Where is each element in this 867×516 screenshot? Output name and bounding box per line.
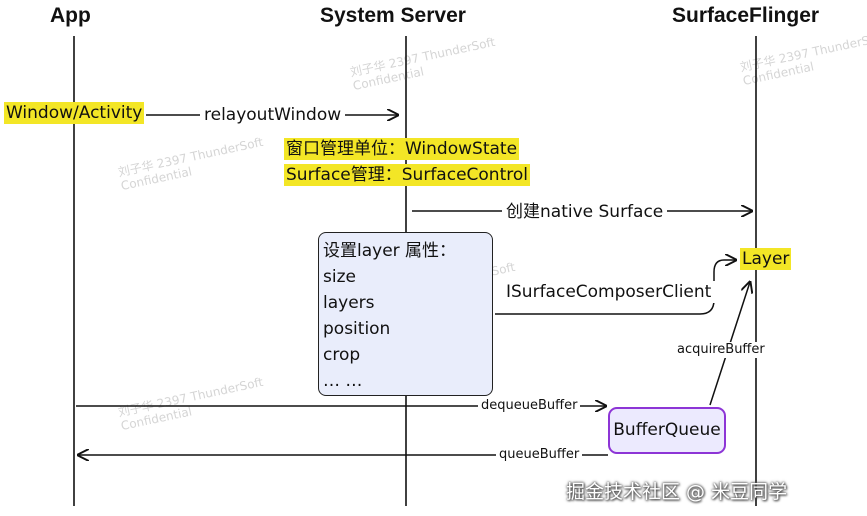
system-server-title: System Server [320,4,466,27]
layer-attr-item: position [323,319,391,339]
app-title: App [50,4,91,27]
create-surface-label: 创建native Surface [502,201,668,223]
layer-attr-item: … … [323,371,363,391]
layer-attr-item: crop [323,345,361,365]
layer-attr-item: size [323,267,356,287]
layer-attributes-title: 设置layer 属性： [323,241,457,261]
window-state-label: 窗口管理单位：WindowState [284,138,520,160]
layer-attributes-box: 设置layer 属性： size layers position crop … … [318,232,493,396]
surface-control-label: Surface管理：SurfaceControl [284,164,530,186]
layer-attr-item: layers [323,293,375,313]
composer-client-label: ISurfaceComposerClient [502,281,716,303]
window-activity-label: Window/Activity [4,102,145,124]
footer-credit: 掘金技术社区 @ 米豆同学 [566,481,788,503]
acquire-label: acquireBuffer [674,342,768,358]
buffer-queue-box: BufferQueue [608,407,726,454]
relayout-label: relayoutWindow [200,104,346,126]
surfaceflinger-title: SurfaceFlinger [672,4,820,27]
dequeue-label: dequeueBuffer [478,398,581,414]
queue-label: queueBuffer [496,447,583,463]
layer-label: Layer [740,248,792,270]
